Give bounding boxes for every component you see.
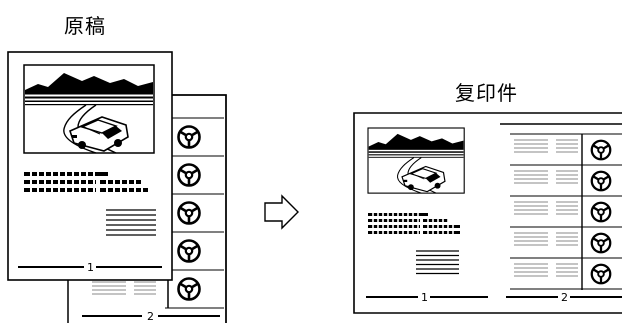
steering-wheel-icon	[590, 232, 612, 254]
copy-right-page-number: 2	[561, 291, 568, 304]
steering-wheel-icon	[177, 239, 201, 263]
steering-wheel-icon	[590, 170, 612, 192]
steering-wheel-icon	[177, 201, 201, 225]
steering-wheel-icon	[177, 163, 201, 187]
steering-wheel-icon	[590, 139, 612, 161]
copy-left-page-number: 1	[421, 291, 428, 304]
copy-right-page: 2	[500, 123, 622, 304]
original-page-1: 1	[7, 51, 173, 281]
original-label: 原稿	[64, 14, 106, 38]
copy-label: 复印件	[455, 81, 518, 105]
copy-sheet: 1 2	[353, 112, 622, 314]
car-illustration	[23, 64, 155, 154]
steering-wheel-icon	[177, 277, 201, 301]
right-arrow-icon	[264, 194, 299, 230]
steering-wheel-icon	[177, 125, 201, 149]
steering-wheel-icon	[590, 263, 612, 285]
car-illustration	[367, 127, 465, 194]
copy-left-page: 1	[366, 127, 488, 304]
steering-wheel-icon	[590, 201, 612, 223]
original-page-2-number: 2	[147, 310, 154, 323]
original-page-1-number: 1	[87, 261, 94, 274]
